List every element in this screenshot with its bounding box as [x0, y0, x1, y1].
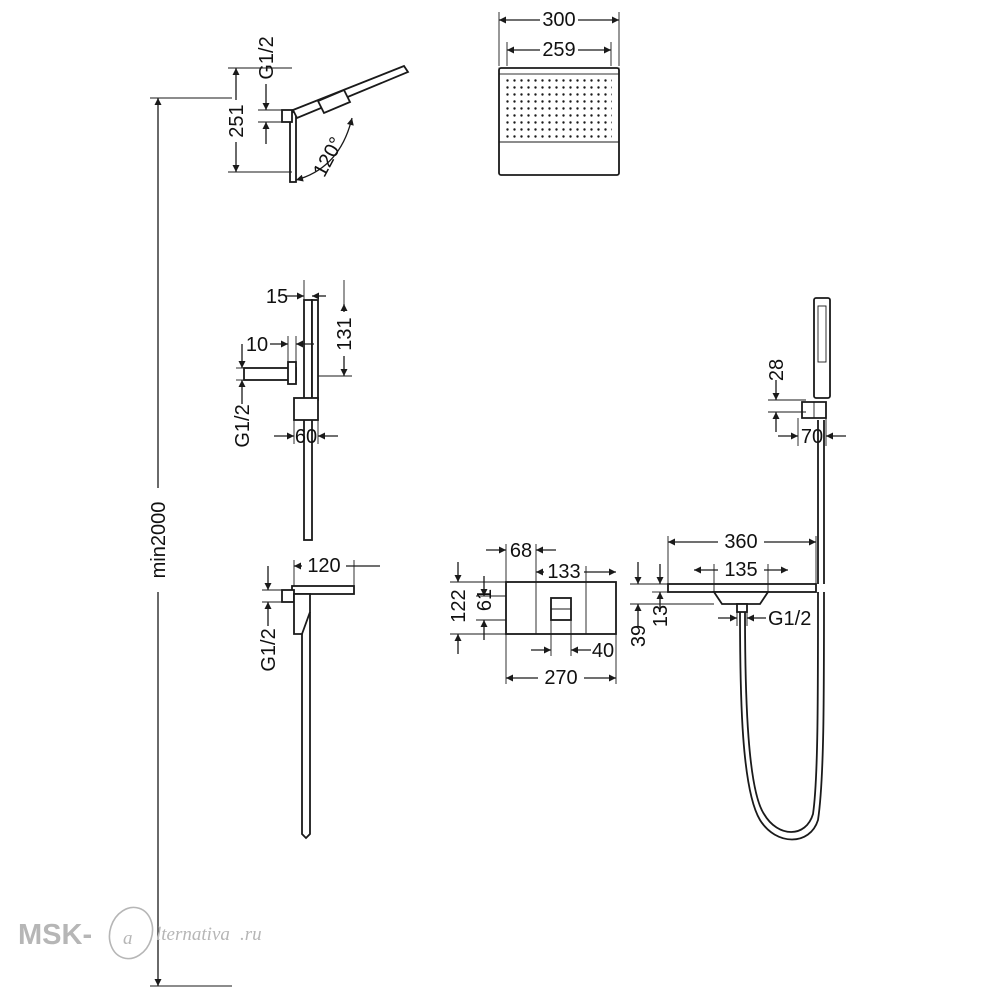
total-height-dimension: min2000	[146, 97, 232, 987]
spout-plate	[291, 585, 355, 595]
dim-arm-height: 251	[226, 104, 248, 137]
dim-rail-depth: 15	[266, 286, 288, 308]
shower-head-top-edge	[498, 67, 620, 75]
arm-head-mount	[316, 88, 352, 115]
bath-spout-plate	[667, 583, 817, 593]
shower-arm-side-view: G1/2 251 120°	[224, 36, 410, 183]
dim-spout-thickness: 13	[650, 605, 672, 627]
dim-spout-height: 39	[628, 625, 650, 647]
dim-head-width: 300	[542, 9, 575, 31]
shower-head-nozzle-field	[506, 78, 612, 138]
dim-arm-thread: G1/2	[256, 36, 278, 79]
slide-rail-side-view: 15 131 10 G1/2 60	[232, 280, 356, 541]
arm-thread-nut	[281, 109, 293, 123]
spout-side-view: 120 G1/2	[258, 554, 380, 840]
dim-spout-depth: 120	[307, 555, 340, 577]
hand-shower-nozzles	[817, 305, 827, 363]
watermark-logo: MSK- a lternativa .ru	[18, 906, 262, 960]
dim-panel-inner-height: 61	[474, 589, 496, 611]
bath-spout-view: 360 135 39 13 G1/2	[628, 420, 825, 841]
bath-hose	[739, 591, 825, 841]
dim-spout-thread: G1/2	[258, 628, 280, 671]
rail-holder-top	[311, 299, 319, 401]
watermark-domain: .ru	[240, 924, 262, 945]
dim-rail-offset: 10	[246, 334, 268, 356]
dim-rail-top: 131	[334, 317, 356, 350]
arm-inclined-body	[291, 64, 410, 120]
shower-head-front-view: 300 259	[498, 8, 620, 176]
dim-panel-height: 122	[448, 589, 470, 622]
spout-connector	[281, 589, 295, 603]
hand-shower-body	[813, 297, 831, 399]
dim-total-height: min2000	[148, 502, 170, 579]
rail-wall-nut	[287, 361, 297, 385]
dim-spout-length: 360	[724, 531, 757, 553]
dim-holder-height: 28	[766, 359, 788, 381]
dim-arm-angle-arc	[295, 117, 354, 182]
spout-hose	[301, 612, 311, 840]
watermark-logo-letter: a	[123, 928, 133, 949]
dim-panel-inner-width: 133	[547, 561, 580, 583]
bath-spout-connector	[736, 603, 748, 613]
watermark-rest: lternativa	[156, 924, 230, 945]
dim-rail-thread: G1/2	[232, 404, 254, 447]
dim-arm-angle: 120°	[309, 134, 348, 181]
watermark-logo-ring	[108, 906, 154, 960]
spout-hose-holder	[293, 593, 311, 635]
dim-rail-mount: 60	[295, 426, 317, 448]
dim-panel-offset: 68	[510, 540, 532, 562]
control-panel-front-view: 68 133 122 61 40 270	[448, 540, 617, 689]
dim-head-inner-width: 259	[542, 39, 575, 61]
dim-panel-handle: 40	[592, 640, 614, 662]
watermark-brand: MSK-	[18, 919, 92, 951]
dim-panel-width: 270	[544, 667, 577, 689]
dim-holder-width: 70	[801, 426, 823, 448]
hand-shower-view: 28 70	[766, 297, 846, 448]
rail-slider	[293, 397, 319, 421]
dim-spout-outlet: 135	[724, 559, 757, 581]
bath-spout-outlet	[712, 591, 770, 605]
dim-hose-thread: G1/2	[768, 608, 811, 630]
